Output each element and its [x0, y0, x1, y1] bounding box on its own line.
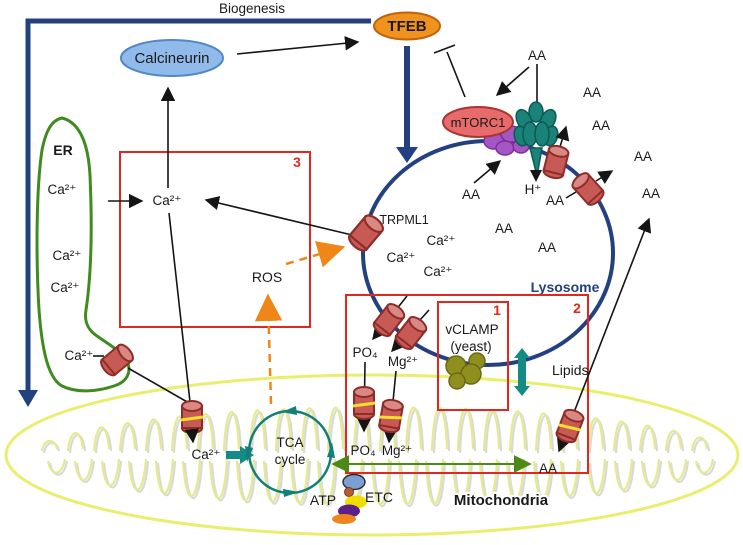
etc-complex-icon: [332, 514, 356, 524]
ca-label: Ca²⁺: [387, 250, 416, 265]
mito-aa-exchange: AA: [331, 217, 652, 476]
tca-label-1: TCA: [277, 435, 304, 450]
aa-label: AA: [495, 221, 513, 236]
aa-label: AA: [528, 48, 546, 63]
mtorc1-inhibits-tfeb-line: [446, 51, 466, 98]
biogenesis-arrowhead-icon: [18, 390, 38, 407]
er: ER Ca²⁺ Ca²⁺ Ca²⁺ Ca²⁺: [35, 116, 131, 393]
v-atpase-subunit-icon: [528, 101, 544, 123]
tca-arrowhead-icon: [283, 489, 299, 497]
aa-label: AA: [462, 187, 480, 202]
mtorc1-node: [442, 106, 514, 138]
vclamp-blob-icon: [448, 372, 466, 390]
tfeb-node: [373, 11, 441, 41]
calcium-to-mitochondria-line: [168, 212, 191, 403]
calcineurin-to-tfeb-arrow: [236, 36, 360, 55]
region-2-number: 2: [573, 300, 581, 316]
aa-to-ragulator-arrow: [473, 160, 502, 184]
ca-label: Ca²⁺: [192, 447, 221, 462]
cytosolic-aa: AA AA AA AA AA: [528, 48, 660, 201]
etc-label: ETC: [365, 489, 393, 505]
tca-arrowhead-icon: [245, 446, 253, 462]
aa-label: AA: [539, 461, 557, 476]
aa-label: AA: [583, 85, 601, 100]
region-3-number: 3: [293, 154, 301, 170]
vclamp-note: (yeast): [450, 339, 491, 354]
trpml1-channel: TRPML1: [345, 211, 429, 255]
calcineurin-label: Calcineurin: [134, 50, 209, 67]
aa-export-arrow: [595, 170, 614, 184]
biogenesis-path: [25, 18, 371, 390]
ca-label: Ca²⁺: [424, 264, 453, 279]
tca-label-2: cycle: [275, 452, 306, 467]
proton-arrowhead-icon: [530, 170, 542, 182]
ros-to-trpml1-dashed-arrow: [285, 241, 346, 268]
lipids-double-arrow-icon: [514, 348, 530, 396]
v-atpase-subunit-icon: [534, 121, 550, 147]
vclamp-label: vCLAMP: [445, 322, 498, 337]
trpml1-label: TRPML1: [379, 213, 428, 227]
ca-label: Ca²⁺: [53, 248, 82, 263]
etc-complex-icon: [344, 487, 354, 497]
transporter-icon: [181, 401, 203, 433]
ca-label: Ca²⁺: [65, 348, 94, 363]
tca-arrowhead-icon: [327, 442, 335, 458]
aa-to-mtorc1-arrow: [495, 66, 530, 96]
ros-signals: ROS: [252, 241, 346, 405]
lysosome-label: Lysosome: [531, 279, 600, 295]
po4-label: PO₄: [350, 443, 375, 458]
biogenesis-pathway: Biogenesis: [18, 1, 418, 407]
er-to-mito-calcium-line: [127, 367, 190, 404]
region-box-1: [437, 301, 509, 411]
mtorc1-label: mTORC1: [451, 115, 506, 130]
po4-mg-flux: PO₄ Mg²⁺ PO₄ Mg²⁺: [350, 295, 430, 458]
tca-etc: TCA cycle ATP ETC: [245, 406, 393, 524]
signaling-nodes: Calcineurin TFEB mTORC1: [120, 11, 530, 184]
aa-label: AA: [538, 240, 556, 255]
tca-to-ros-dashed-arrow: [254, 293, 283, 405]
ragulator-icon: [495, 140, 515, 156]
mg-label: Mg²⁺: [388, 354, 418, 369]
ca-label: Ca²⁺: [153, 193, 182, 208]
calcium-import-arrow: [184, 428, 199, 444]
po4-label: PO₄: [352, 345, 377, 360]
vclamp-contact: vCLAMP (yeast): [445, 322, 499, 390]
tca-arrowhead-icon: [282, 406, 297, 415]
mitochondria-label: Mitochondria: [454, 492, 549, 509]
aa-label: AA: [592, 118, 610, 133]
ca-label: Ca²⁺: [48, 182, 77, 197]
mg-label: Mg²⁺: [382, 443, 412, 458]
aa-connector-line: [565, 191, 577, 199]
v-atpase-complex: H⁺: [513, 64, 559, 197]
biogenesis-label: Biogenesis: [219, 1, 285, 16]
v-atpase-stalk-icon: [529, 147, 543, 177]
aa-export-arrow: [555, 125, 570, 148]
er-outline: [35, 116, 131, 393]
trpml1-calcium-release-arrow: [204, 196, 353, 236]
tfeb-arrowhead-icon: [396, 147, 418, 163]
aa-label: AA: [642, 186, 660, 201]
lipids-label: Lipids: [552, 362, 589, 378]
etc-complex-icon: [342, 473, 366, 491]
region-box-3: [119, 151, 311, 328]
er-label: ER: [53, 142, 72, 158]
tfeb-label: TFEB: [387, 18, 426, 35]
aa-label: AA: [546, 193, 564, 208]
ros-label: ROS: [252, 269, 282, 285]
cytosolic-calcium-hub: Ca²⁺: [108, 86, 353, 403]
aa-label: AA: [634, 149, 652, 164]
aa-exporters: [541, 125, 614, 209]
lysosome-lumen: Ca²⁺ Ca²⁺ Ca²⁺ AA AA AA AA: [387, 187, 564, 279]
calcineurin-node: [120, 39, 224, 77]
inhibition-tbar-icon: [433, 44, 456, 54]
atp-label: ATP: [310, 492, 336, 508]
transporter-icon: [353, 387, 375, 419]
h-plus-label: H⁺: [525, 182, 542, 197]
ca-label: Ca²⁺: [427, 233, 456, 248]
region-1-number: 1: [493, 302, 501, 318]
ca-label: Ca²⁺: [51, 280, 80, 295]
